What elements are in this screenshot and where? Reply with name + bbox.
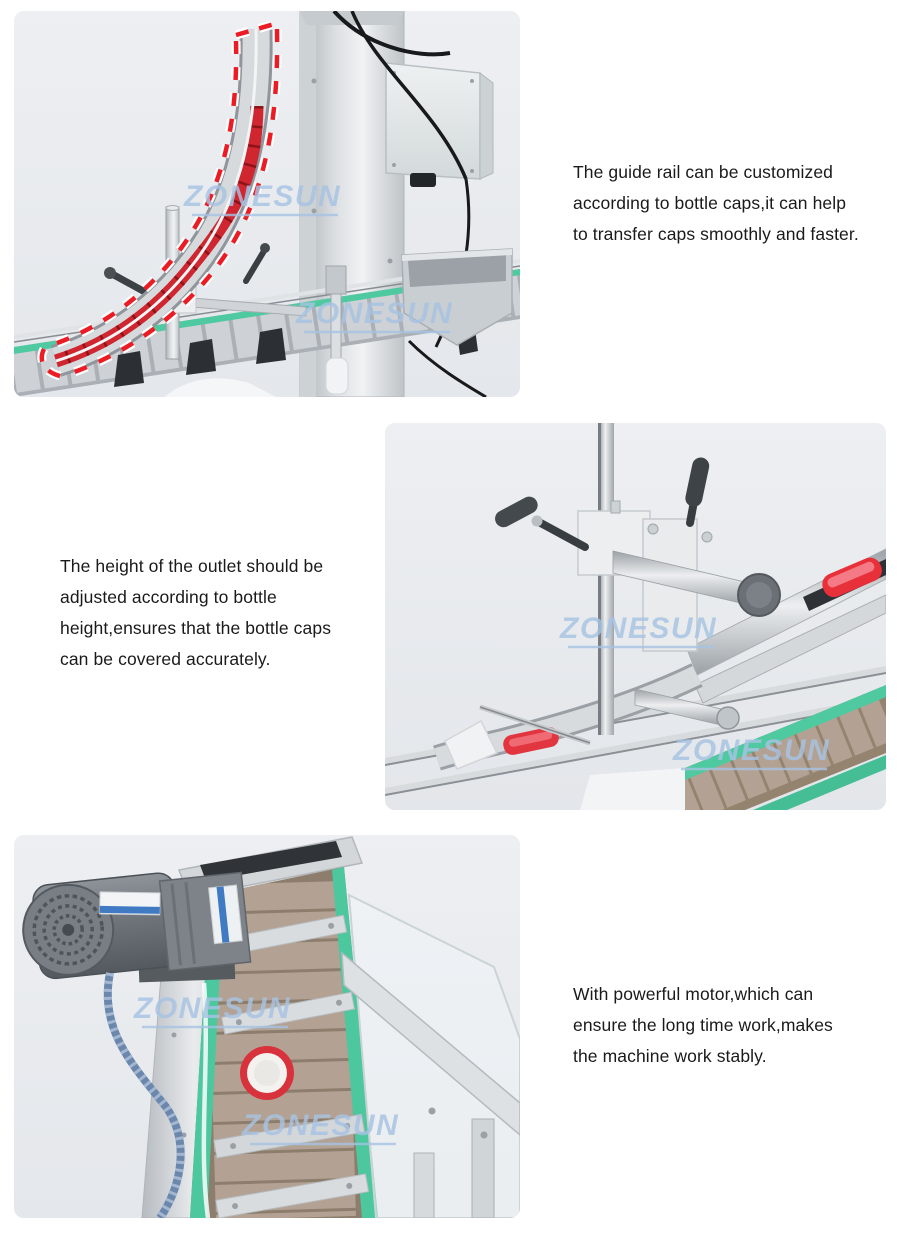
cap-hopper [401, 248, 513, 346]
red-cap-at-outlet [503, 727, 559, 755]
svg-text:ZONESUN: ZONESUN [672, 734, 830, 767]
guide-rail-caption: The guide rail can be customized accordi… [573, 157, 859, 250]
svg-text:ZONESUN: ZONESUN [241, 1109, 399, 1142]
guard-leg [471, 1118, 495, 1218]
support-pole [598, 423, 614, 735]
watermark: ZONESUN [295, 297, 453, 334]
caption-line: The height of the outlet should be [60, 556, 324, 576]
clear-hose [201, 982, 211, 1218]
guide-rail-photo: ZONESUN ZONESUN [14, 11, 520, 397]
pneumatic-cylinder [325, 265, 349, 395]
outlet-height-caption: The height of the outlet should be adjus… [60, 551, 331, 675]
caption-line: The guide rail can be customized [573, 162, 834, 182]
motor-label [99, 891, 161, 916]
caption-line: ensure the long time work,makes [573, 1015, 833, 1035]
watermark: ZONESUN [133, 992, 291, 1029]
acrylic-guard [341, 893, 520, 1218]
cap-guide-rail [50, 28, 273, 377]
caption-line: can be covered accurately. [60, 649, 271, 669]
conveyor [580, 685, 886, 810]
watermark: ZONESUN [672, 734, 830, 771]
machine-base [580, 768, 685, 810]
motor-label [208, 884, 243, 945]
motor-photo-illustration: ZONESUN ZONESUN [14, 835, 520, 1218]
spiral-cable [103, 972, 211, 1218]
caption-line: adjusted according to bottle [60, 587, 277, 607]
caption-line: height,ensures that the bottle caps [60, 618, 332, 638]
caption-line: the machine work stably. [573, 1046, 767, 1066]
motor-caption: With powerful motor,which can ensure the… [573, 979, 833, 1072]
outlet-support-rod [612, 550, 781, 730]
red-cap-in-track [822, 557, 882, 598]
outlet-height-photo: ZONESUN ZONESUN [385, 423, 886, 810]
watermark: ZONESUN [183, 180, 341, 217]
conveyor-green-rail [685, 685, 886, 780]
bottle-cap [240, 1046, 294, 1100]
cap-pusher-slats [213, 914, 370, 1218]
machine-base [164, 378, 276, 397]
watermark: ZONESUN [559, 612, 717, 649]
electrical-panel [385, 62, 494, 180]
cap-outlet-track [686, 548, 886, 704]
adjustment-lever [685, 457, 710, 527]
motor-photo: ZONESUN ZONESUN [14, 835, 520, 1218]
svg-text:ZONESUN: ZONESUN [295, 297, 453, 330]
svg-text:ZONESUN: ZONESUN [183, 180, 341, 213]
svg-text:ZONESUN: ZONESUN [133, 992, 291, 1025]
gear-motor [22, 871, 252, 983]
svg-text:ZONESUN: ZONESUN [559, 612, 717, 645]
caption-line: to transfer caps smoothly and faster. [573, 224, 859, 244]
guide-rail-photo-illustration: ZONESUN ZONESUN [14, 11, 520, 397]
watermark: ZONESUN [241, 1109, 399, 1146]
guard-arm [341, 951, 520, 1136]
adjustment-lever [495, 496, 589, 551]
guide-rail-highlight-outline [37, 18, 282, 382]
caption-line: With powerful motor,which can [573, 984, 814, 1004]
caption-line: according to bottle caps,it can help [573, 193, 847, 213]
conveyor-green-rail [753, 755, 886, 810]
guard-leg [413, 1152, 435, 1218]
outlet-height-photo-illustration: ZONESUN ZONESUN [385, 423, 886, 810]
